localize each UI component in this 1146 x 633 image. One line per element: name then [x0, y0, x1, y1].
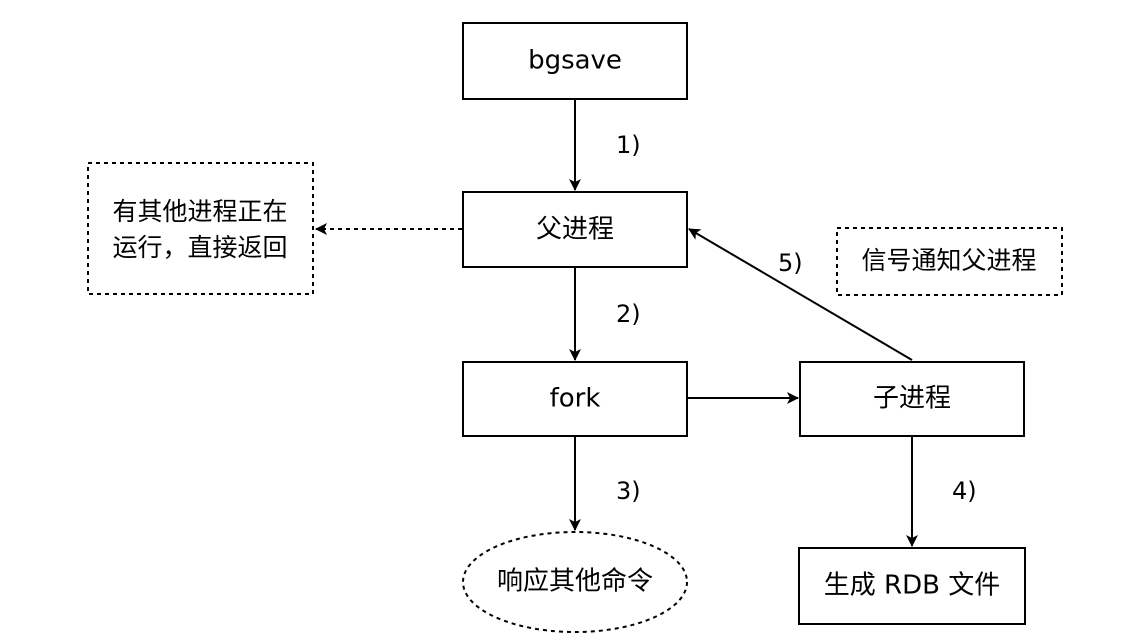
node-child-process: 子进程 [799, 361, 1025, 437]
note-running-line2: 运行，直接返回 [112, 233, 287, 262]
step-label-2: 2) [616, 300, 641, 328]
node-generate-rdb-label: 生成 RDB 文件 [824, 571, 1000, 601]
note-signal-notify-label: 信号通知父进程 [861, 246, 1036, 275]
node-parent-process-label: 父进程 [536, 215, 614, 245]
step-label-4: 4) [952, 477, 977, 505]
note-signal-notify: 信号通知父进程 [836, 227, 1063, 296]
edge-child-to-parent [688, 228, 913, 361]
node-fork: fork [462, 361, 688, 437]
step-label-3: 3) [616, 477, 641, 505]
step-label-5: 5) [778, 249, 803, 277]
node-generate-rdb: 生成 RDB 文件 [798, 547, 1026, 625]
node-respond-other: 响应其他命令 [462, 531, 688, 633]
node-parent-process: 父进程 [462, 191, 688, 268]
node-respond-other-label: 响应其他命令 [497, 567, 653, 597]
node-child-process-label: 子进程 [873, 384, 951, 414]
node-bgsave: bgsave [462, 22, 688, 100]
note-running: 有其他进程正在 运行，直接返回 [87, 162, 314, 295]
node-bgsave-label: bgsave [528, 46, 622, 76]
step-label-1: 1) [616, 131, 641, 159]
node-fork-label: fork [550, 384, 601, 414]
note-running-line1: 有其他进程正在 [112, 197, 287, 226]
